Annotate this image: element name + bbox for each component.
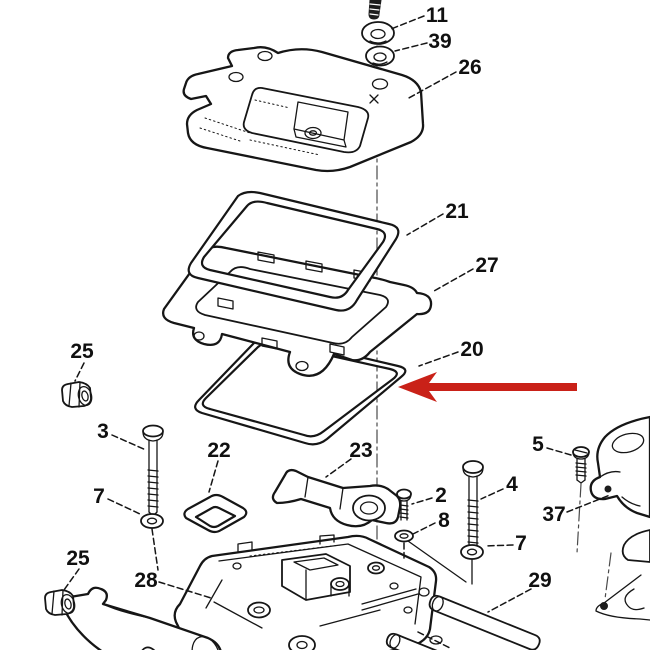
part-label-25-upper: 25: [70, 340, 94, 363]
part-label-27: 27: [475, 254, 499, 277]
part-label-4: 4: [506, 473, 518, 496]
part-label-22: 22: [207, 439, 231, 462]
part-label-11: 11: [425, 4, 449, 27]
part-25-plug-upper: [61, 381, 93, 408]
part-label-39: 39: [428, 30, 452, 53]
part-22-gasket: [183, 493, 248, 534]
part-21-gasket: [187, 190, 400, 312]
part-label-8: 8: [438, 509, 450, 532]
part-label-20: 20: [460, 338, 484, 361]
part-23-lever: [271, 468, 402, 528]
part-25-plug-lower: [44, 589, 76, 616]
part-label-37: 37: [542, 503, 566, 526]
part-label-21: 21: [445, 200, 469, 223]
part-29-rod: [385, 594, 541, 650]
leader-lines: [63, 15, 611, 613]
part-label-7-right: 7: [515, 532, 527, 555]
part-28-housing: [173, 534, 451, 650]
part-label-7-left: 7: [93, 485, 105, 508]
part-3-bolt: [140, 424, 164, 571]
part-label-28: 28: [134, 569, 158, 592]
part-26-cover: [182, 46, 425, 173]
part-37-housing-fragment: [576, 415, 650, 621]
part-label-3: 3: [97, 420, 109, 443]
shift-lever-fragment: [61, 586, 222, 650]
part-label-2: 2: [435, 484, 447, 507]
highlight-arrow: [398, 372, 577, 402]
part-label-5: 5: [532, 433, 544, 456]
part-label-26: 26: [458, 56, 482, 79]
part-2-screw: [394, 488, 467, 583]
part-label-23: 23: [349, 439, 373, 462]
part-label-29: 29: [528, 569, 552, 592]
part-5-screw: [572, 446, 590, 484]
part-4-bolt: [460, 460, 484, 585]
top-bolt-and-washers: [361, 0, 395, 67]
part-label-25-lower: 25: [66, 547, 90, 570]
